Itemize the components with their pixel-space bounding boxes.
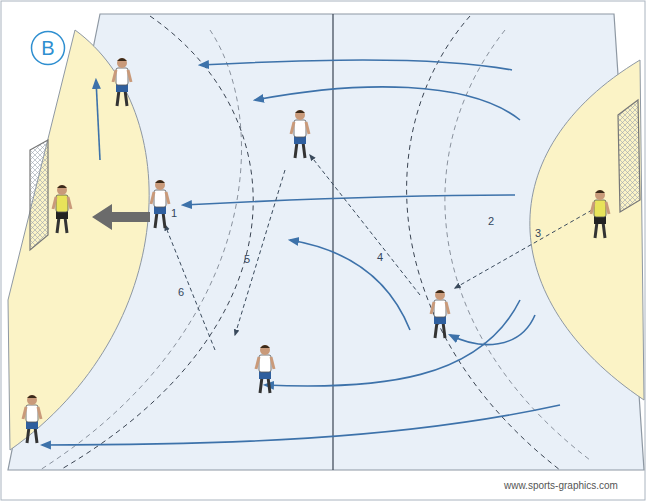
player-figure <box>431 290 449 338</box>
player-figure <box>151 180 169 228</box>
pass-number: 6 <box>178 287 184 298</box>
pass-number: 4 <box>377 252 383 263</box>
watermark: www.sports-graphics.com <box>504 481 618 491</box>
run-number: 1 <box>171 208 177 219</box>
player-figure <box>113 58 131 106</box>
player-figure <box>591 190 609 238</box>
run-number: 2 <box>488 216 494 227</box>
pass-number: 3 <box>535 228 541 239</box>
player-figure <box>291 110 309 158</box>
pass-number: 5 <box>244 254 250 265</box>
badge-letter: B <box>41 38 54 58</box>
player-figure <box>256 345 274 393</box>
player-figure <box>53 185 71 233</box>
badge-circle: B <box>30 30 66 66</box>
player-figure <box>23 395 41 443</box>
